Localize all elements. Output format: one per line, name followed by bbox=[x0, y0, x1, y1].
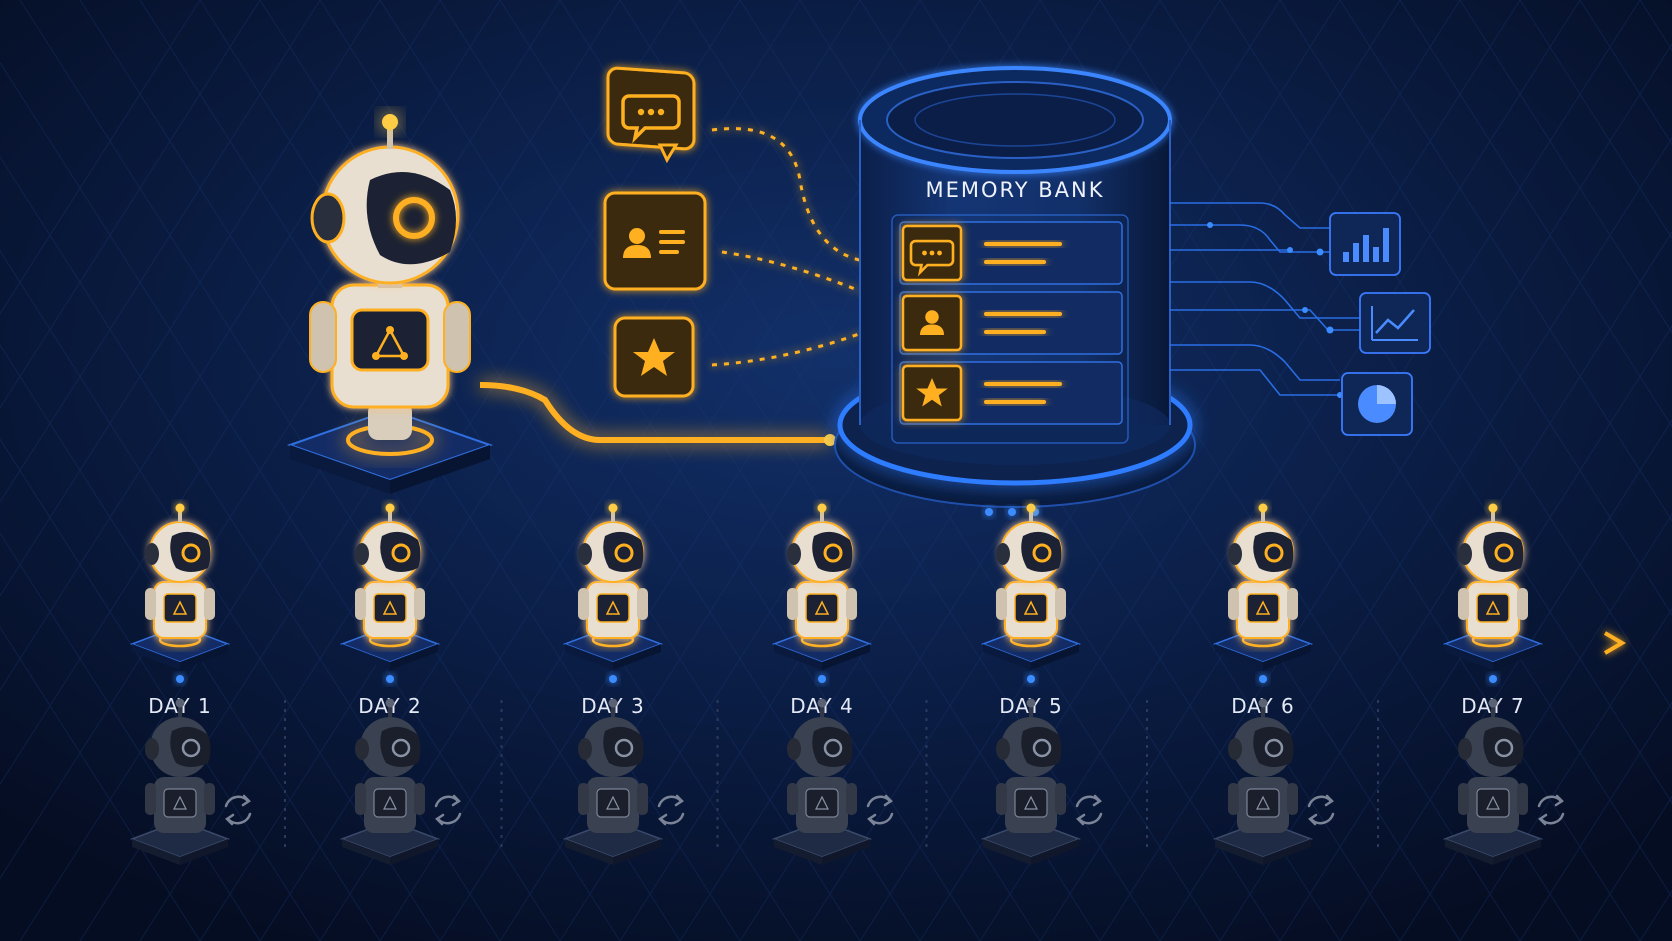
timeline-arrowhead bbox=[1603, 631, 1626, 655]
output-bar-chart bbox=[1329, 212, 1401, 276]
day-marker bbox=[1027, 675, 1035, 683]
line-chart-icon bbox=[1371, 306, 1418, 341]
bar-chart-icon bbox=[1343, 228, 1389, 262]
pie-chart-icon bbox=[1358, 385, 1396, 423]
memory-bank-title: MEMORY BANK bbox=[925, 178, 1104, 202]
circuit-lines bbox=[1170, 202, 1360, 396]
timeline-day: DAY 3 bbox=[565, 504, 685, 867]
memory-records bbox=[899, 221, 1123, 425]
day-marker bbox=[818, 675, 826, 683]
input-card-star bbox=[613, 316, 695, 398]
data-cable bbox=[479, 382, 830, 443]
day-marker bbox=[609, 675, 617, 683]
timeline-day: DAY 1 bbox=[132, 504, 252, 867]
timeline-day: DAY 4 bbox=[774, 504, 894, 867]
memory-record bbox=[899, 361, 1123, 425]
timeline-days: DAY 1 DAY 2 DAY 3 DAY 4 DAY 5 DAY 6 DAY 7 bbox=[132, 504, 1565, 867]
timeline-day: DAY 5 bbox=[983, 504, 1103, 867]
timeline-day: DAY 7 bbox=[1445, 504, 1565, 867]
input-card-contact bbox=[603, 191, 707, 291]
day-marker bbox=[1259, 675, 1267, 683]
day-marker bbox=[176, 675, 184, 683]
memory-bank: MEMORY BANK bbox=[834, 66, 1196, 508]
output-pie-chart bbox=[1341, 372, 1413, 436]
output-line-chart bbox=[1359, 292, 1431, 354]
day-marker bbox=[1489, 675, 1497, 683]
input-card-chat bbox=[606, 66, 696, 164]
memory-record bbox=[899, 221, 1123, 285]
cable-connector bbox=[824, 434, 836, 446]
input-arrows bbox=[711, 127, 871, 367]
day-marker bbox=[386, 675, 394, 683]
timeline-day: DAY 2 bbox=[342, 504, 462, 867]
timeline-day: DAY 6 bbox=[1215, 504, 1335, 867]
memory-record bbox=[899, 291, 1123, 355]
